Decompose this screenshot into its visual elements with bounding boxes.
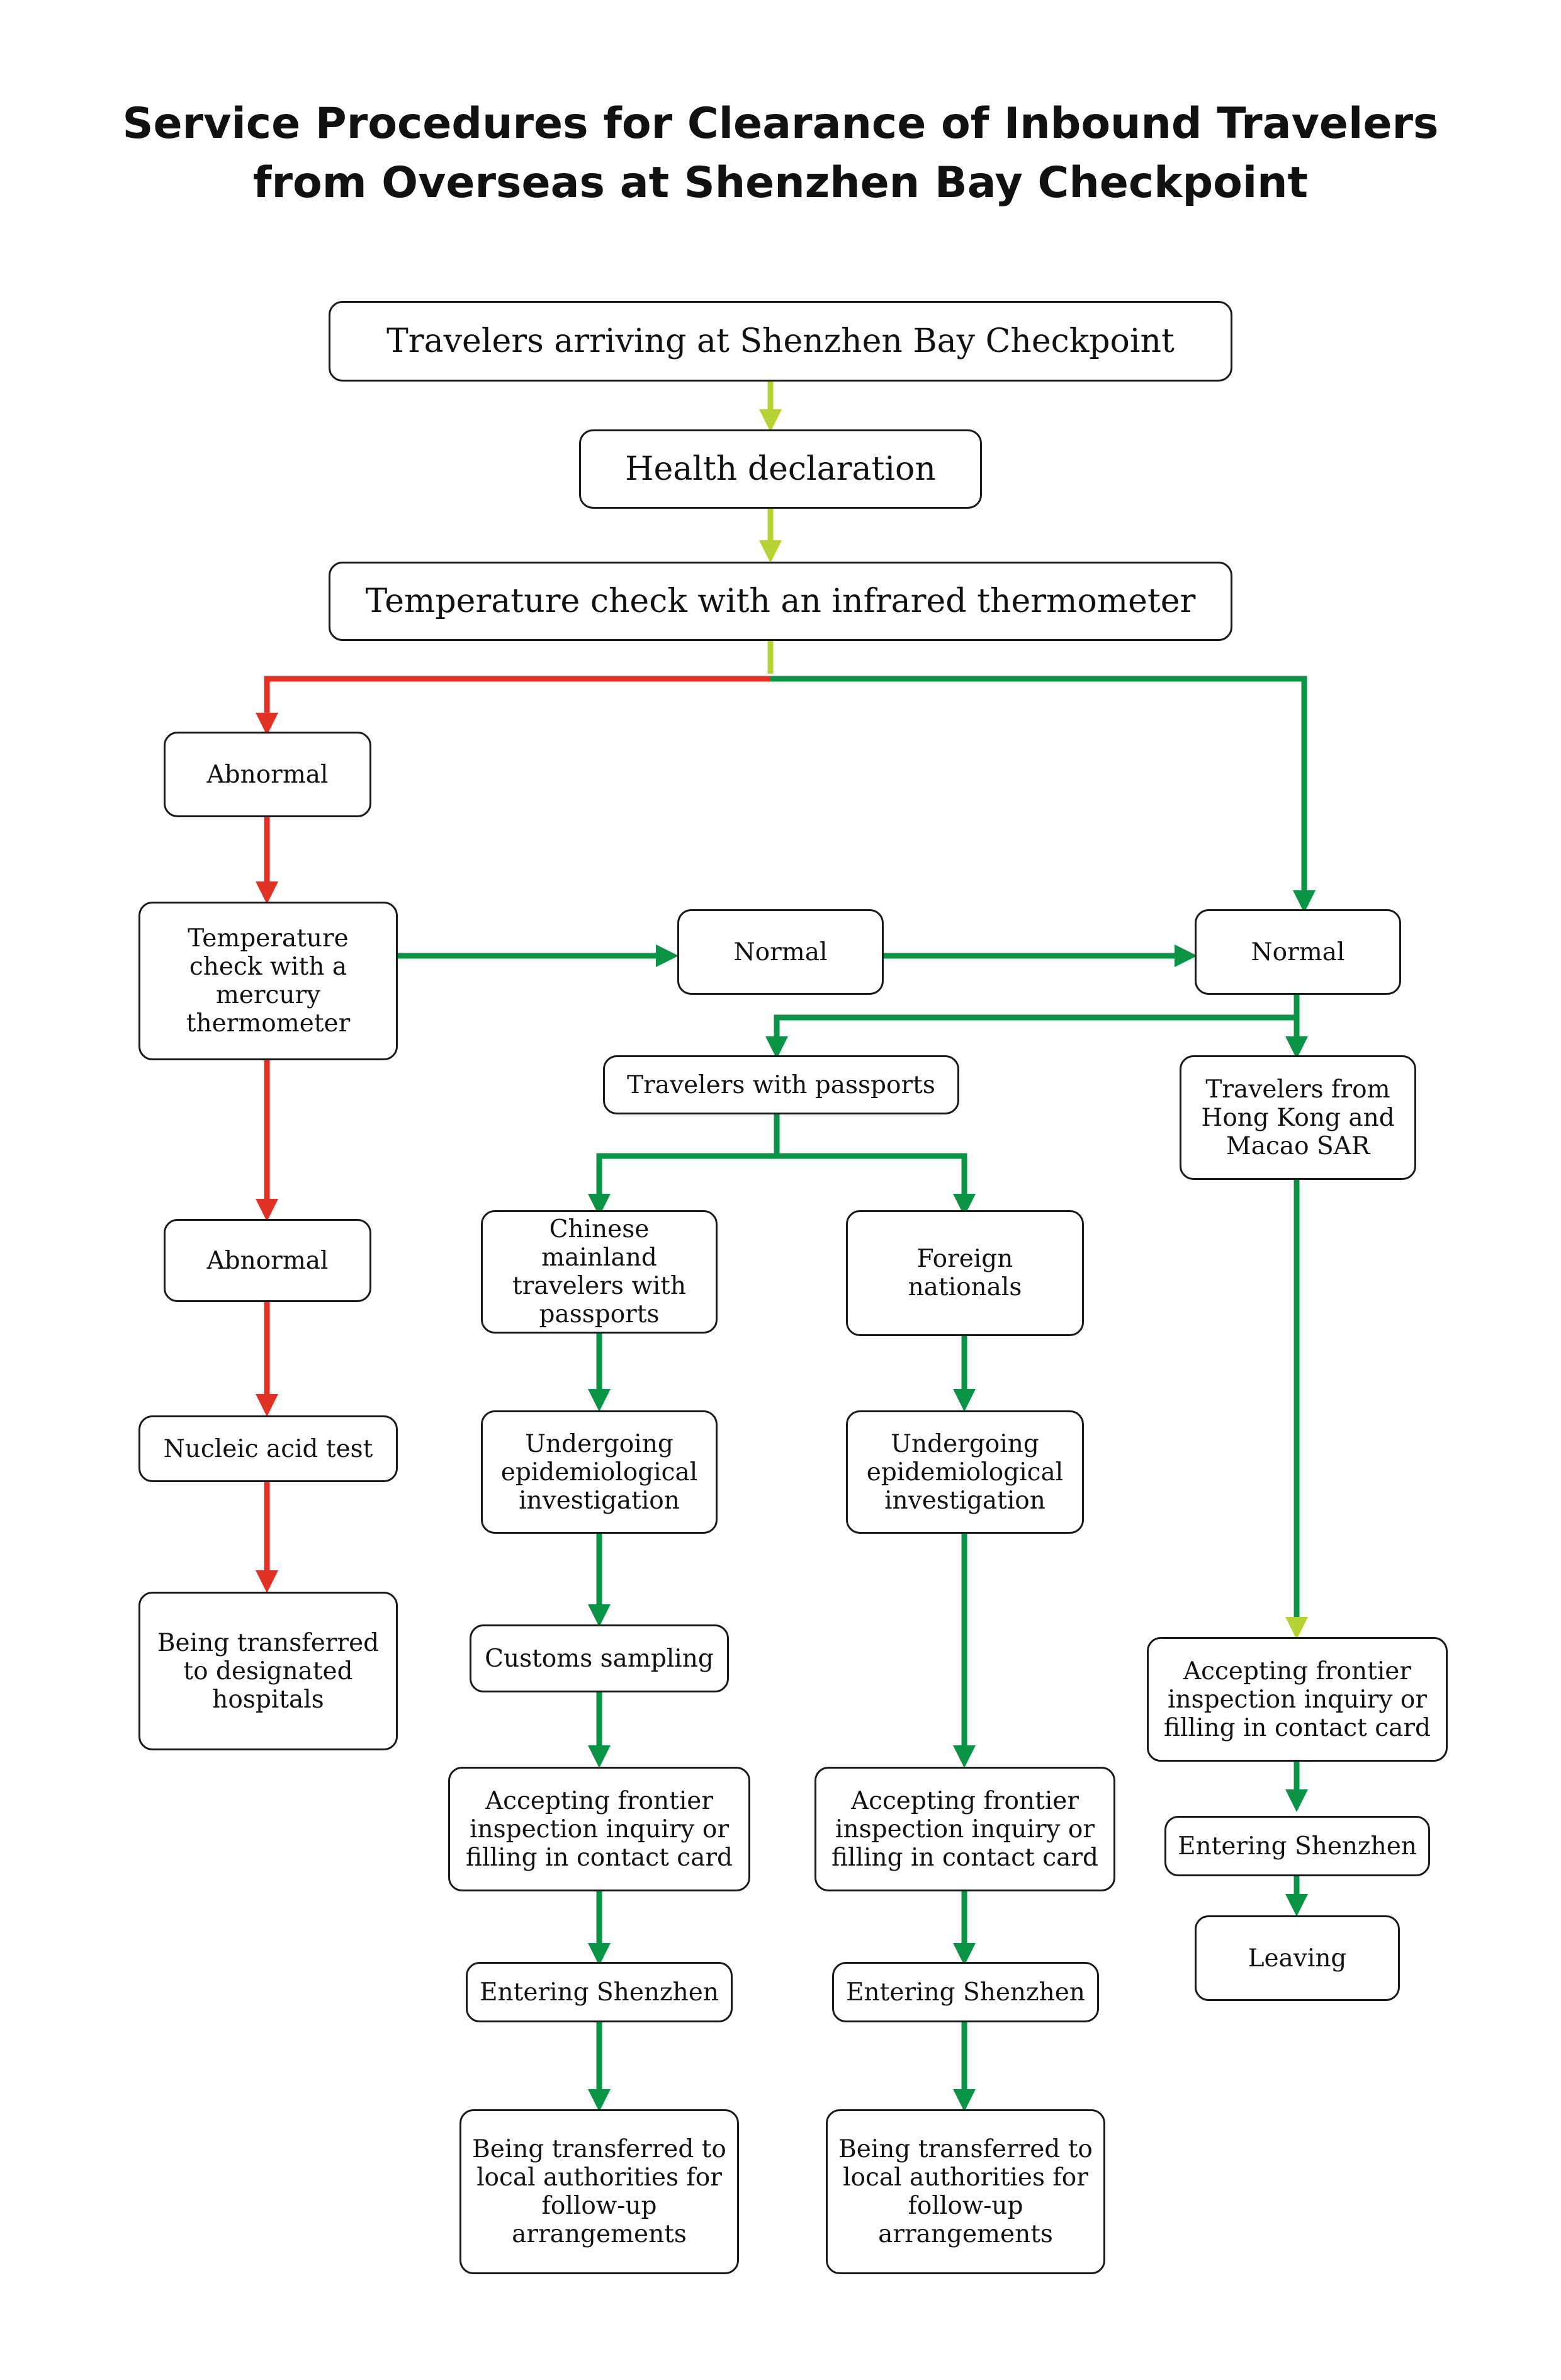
node-designated-hospitals: Being transferred to designated hospital… <box>138 1592 398 1750</box>
arrow-passports-to-chinese <box>588 1153 777 1216</box>
arrow-infrared-to-abnormal <box>256 676 770 735</box>
node-chinese-mainland-label: Chinese mainland travelers with passport… <box>512 1215 686 1329</box>
node-normal-mid: Normal <box>677 909 884 995</box>
node-health-declaration: Health declaration <box>579 429 982 509</box>
arrow-infrared-to-normal-right <box>770 676 1316 913</box>
node-frontier-inspection-3-label: Accepting frontier inspection inquiry or… <box>1164 1657 1431 1742</box>
node-frontier-inspection-2: Accepting frontier inspection inquiry or… <box>814 1767 1115 1891</box>
node-hk-macao-travelers: Travelers from Hong Kong and Macao SAR <box>1180 1055 1416 1180</box>
node-entering-shenzhen-2: Entering Shenzhen <box>832 1962 1099 2022</box>
node-travelers-with-passports: Travelers with passports <box>603 1055 959 1114</box>
node-designated-hospitals-label: Being transferred to designated hospital… <box>157 1628 380 1714</box>
node-leaving: Leaving <box>1195 1915 1400 2001</box>
node-travelers-with-passports-label: Travelers with passports <box>627 1070 935 1099</box>
node-customs-sampling-label: Customs sampling <box>485 1644 714 1673</box>
node-frontier-inspection-3: Accepting frontier inspection inquiry or… <box>1147 1637 1448 1762</box>
arrow-normal-right-to-passports <box>765 1014 1297 1059</box>
node-local-authorities-1-label: Being transferred to local authorities f… <box>472 2135 726 2248</box>
node-epi-investigation-2: Undergoing epidemiological investigation <box>846 1410 1084 1534</box>
page-title: Service Procedures for Clearance of Inbo… <box>0 94 1561 213</box>
node-epi-investigation-1-label: Undergoing epidemiological investigation <box>500 1429 698 1515</box>
node-foreign-nationals-label: Foreign nationals <box>908 1245 1022 1301</box>
title-line-1: Service Procedures for Clearance of Inbo… <box>122 99 1439 149</box>
node-chinese-mainland: Chinese mainland travelers with passport… <box>481 1210 718 1334</box>
node-frontier-inspection-1-label: Accepting frontier inspection inquiry or… <box>466 1786 733 1872</box>
node-normal-mid-label: Normal <box>733 938 828 966</box>
node-nucleic-acid-test-label: Nucleic acid test <box>163 1434 373 1463</box>
node-abnormal-1-label: Abnormal <box>206 760 329 789</box>
node-abnormal-2: Abnormal <box>164 1219 371 1302</box>
node-entering-shenzhen-3-label: Entering Shenzhen <box>1178 1832 1417 1861</box>
node-local-authorities-2: Being transferred to local authorities f… <box>826 2109 1105 2274</box>
node-foreign-nationals: Foreign nationals <box>846 1210 1084 1336</box>
node-hk-macao-travelers-label: Travelers from Hong Kong and Macao SAR <box>1201 1075 1395 1160</box>
node-entering-shenzhen-1-label: Entering Shenzhen <box>480 1978 719 2007</box>
node-frontier-inspection-1: Accepting frontier inspection inquiry or… <box>448 1767 750 1891</box>
node-health-declaration-label: Health declaration <box>625 450 936 488</box>
title-line-2: from Overseas at Shenzhen Bay Checkpoint <box>252 158 1309 208</box>
node-nucleic-acid-test: Nucleic acid test <box>138 1415 398 1482</box>
node-infrared-check: Temperature check with an infrared therm… <box>329 562 1232 641</box>
node-entering-shenzhen-2-label: Entering Shenzhen <box>846 1978 1085 2007</box>
node-epi-investigation-2-label: Undergoing epidemiological investigation <box>866 1429 1064 1515</box>
node-epi-investigation-1: Undergoing epidemiological investigation <box>481 1410 718 1534</box>
node-normal-right: Normal <box>1195 909 1401 995</box>
node-mercury-check: Temperature check with a mercury thermom… <box>138 902 398 1060</box>
node-customs-sampling: Customs sampling <box>470 1624 729 1692</box>
node-frontier-inspection-2-label: Accepting frontier inspection inquiry or… <box>831 1786 1098 1872</box>
node-entering-shenzhen-1: Entering Shenzhen <box>466 1962 733 2022</box>
arrow-passports-to-foreign <box>777 1153 976 1216</box>
node-abnormal-2-label: Abnormal <box>206 1246 329 1275</box>
node-local-authorities-1: Being transferred to local authorities f… <box>459 2109 739 2274</box>
node-normal-right-label: Normal <box>1251 938 1345 966</box>
node-infrared-check-label: Temperature check with an infrared therm… <box>365 582 1196 620</box>
node-mercury-check-label: Temperature check with a mercury thermom… <box>186 924 351 1038</box>
node-local-authorities-2-label: Being transferred to local authorities f… <box>838 2135 1093 2248</box>
node-leaving-label: Leaving <box>1248 1944 1347 1973</box>
node-travelers-arriving: Travelers arriving at Shenzhen Bay Check… <box>329 301 1232 382</box>
node-abnormal-1: Abnormal <box>164 732 371 817</box>
node-travelers-arriving-label: Travelers arriving at Shenzhen Bay Check… <box>386 322 1175 360</box>
node-entering-shenzhen-3: Entering Shenzhen <box>1164 1816 1430 1876</box>
